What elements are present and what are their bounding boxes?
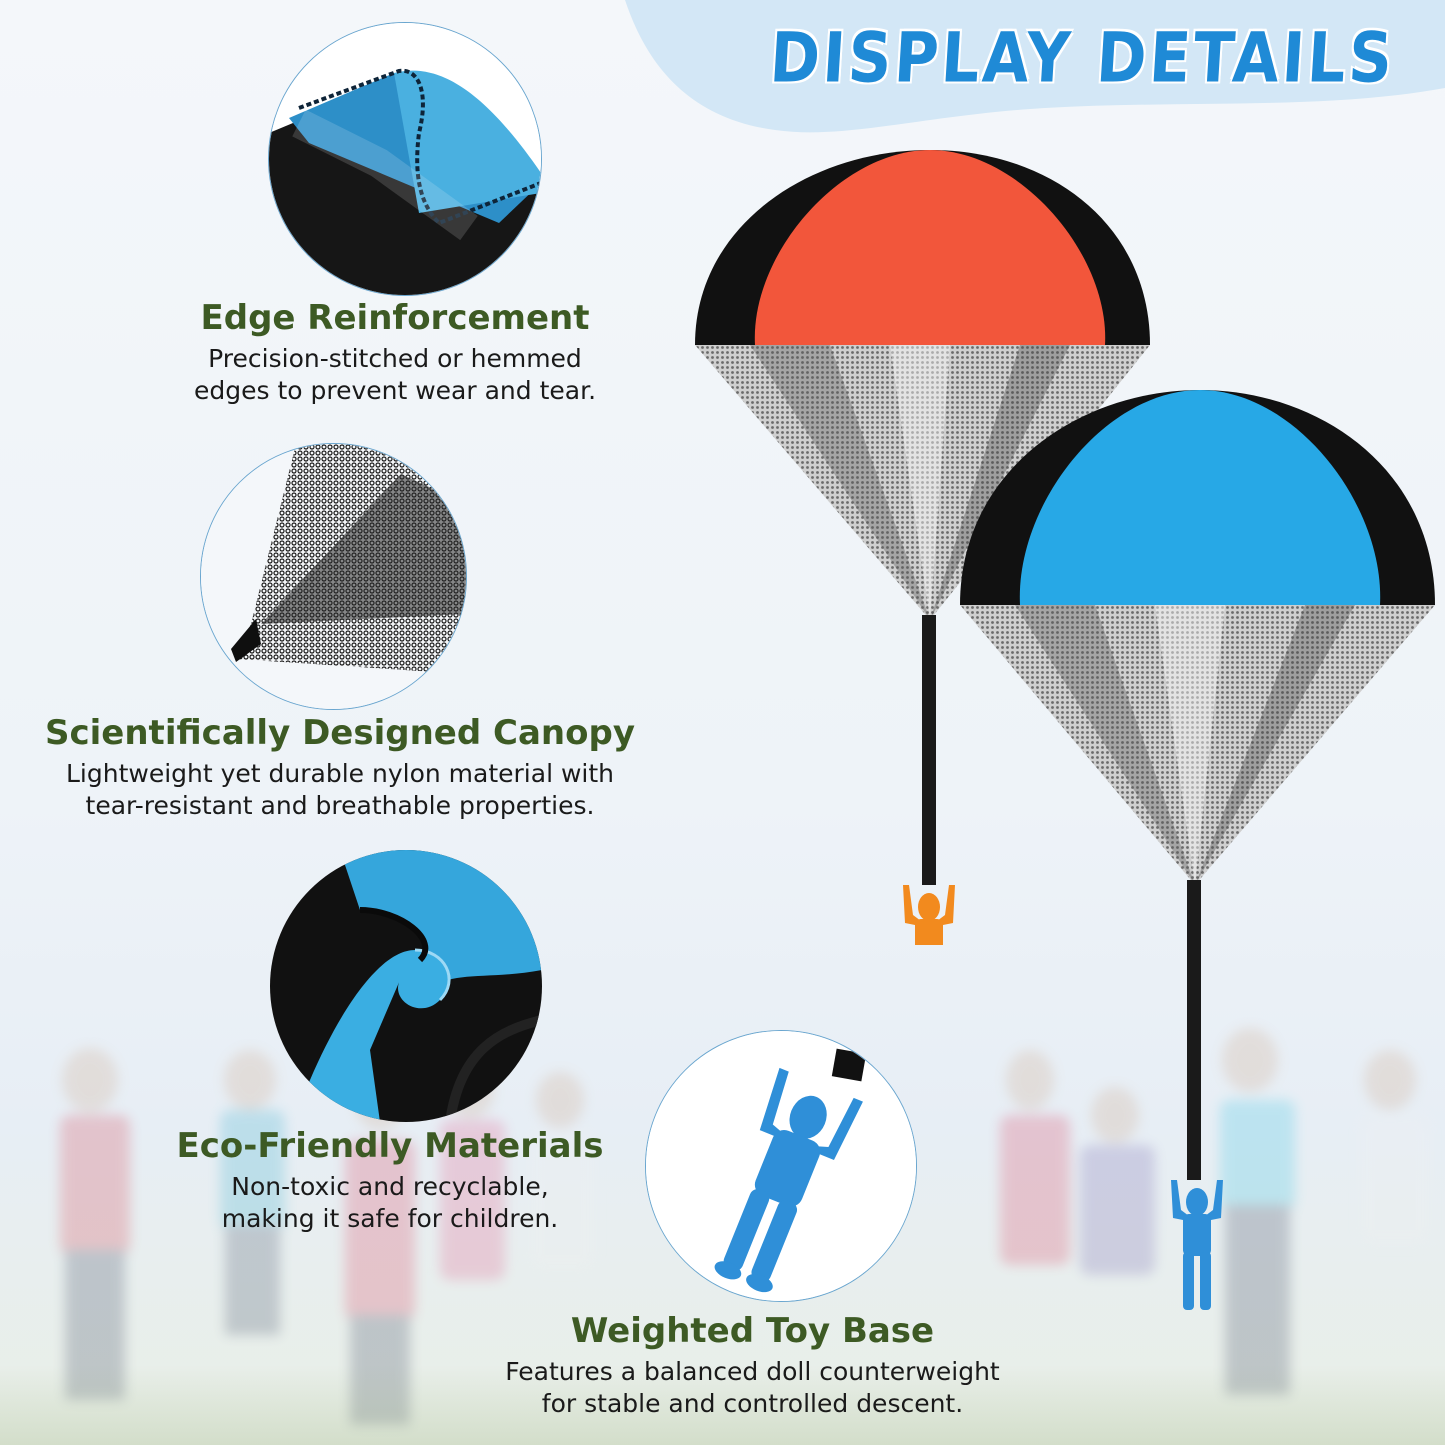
orange-soldier-figure [903, 885, 955, 945]
blue-parachute-toy [955, 385, 1440, 1385]
mesh-fabric-icon [201, 444, 466, 709]
feature-eco-friendly: Eco-Friendly Materials Non-toxic and rec… [150, 1126, 630, 1235]
swirled-fabric-icon [270, 850, 542, 1122]
canopy-mesh-image [200, 443, 467, 710]
feature-description: Lightweight yet durable nylon material w… [65, 759, 614, 821]
weighted-toy-image [645, 1030, 917, 1302]
blue-soldier-figure [1171, 1180, 1223, 1310]
feature-description: Non-toxic and recyclable, making it safe… [221, 1172, 559, 1234]
grass-ground [0, 1365, 1445, 1445]
feature-description: Features a balanced doll counterweight f… [505, 1357, 1000, 1419]
blue-canopy-panel [1019, 390, 1381, 605]
eco-materials-image [270, 850, 542, 1122]
blue-toy-soldier-icon [646, 1031, 916, 1301]
feature-title: Eco-Friendly Materials [176, 1126, 604, 1166]
header-wave-shape [625, 0, 1445, 133]
feature-title: Edge Reinforcement [200, 298, 590, 338]
feature-weighted-base: Weighted Toy Base Features a balanced do… [470, 1311, 1035, 1420]
feature-title: Weighted Toy Base [570, 1311, 935, 1351]
feature-description: Precision-stitched or hemmed edges to pr… [193, 344, 597, 406]
page-title: DISPLAY DETAILS [767, 18, 1398, 99]
feature-canopy: Scientifically Designed Canopy Lightweig… [20, 713, 660, 822]
feature-edge-reinforcement: Edge Reinforcement Precision-stitched or… [150, 298, 640, 407]
red-canopy-panel [754, 150, 1106, 345]
red-canopy-net [695, 345, 1150, 620]
feature-title: Scientifically Designed Canopy [45, 713, 635, 753]
background-children-photo [60, 1028, 1430, 1425]
red-parachute-toy [690, 145, 1160, 945]
stitched-fabric-icon [269, 23, 541, 295]
blue-canopy-net [960, 605, 1435, 885]
edge-reinforcement-image [268, 22, 542, 296]
